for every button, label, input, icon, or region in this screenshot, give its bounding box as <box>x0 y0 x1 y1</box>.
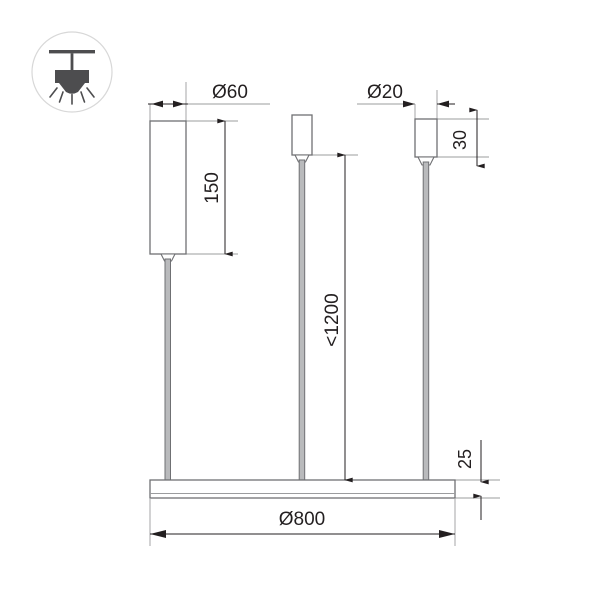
middle-canopy <box>291 114 313 163</box>
dimension-label-canopy-width: Ø60 <box>212 82 248 103</box>
right-suspension-cable <box>422 161 430 481</box>
dimension-suspension-length: <1200 <box>322 152 353 483</box>
right-canopy <box>414 118 438 166</box>
dimension-driver-height: 150 <box>202 118 233 257</box>
dimension-canopy-width: Ø60 <box>148 82 248 108</box>
dimension-body-length: Ø800 <box>150 509 455 538</box>
extension-lines <box>149 82 500 546</box>
dimension-label-driver-height: 150 <box>202 172 223 204</box>
dimension-label-suspension-length: <1200 <box>322 293 343 346</box>
ceiling-pendant-downlight-icon <box>31 31 113 113</box>
luminaire-body <box>149 479 456 499</box>
left-suspension-cable <box>164 258 171 481</box>
dimension-body-height: 25 <box>455 440 489 520</box>
dimension-label-body-length: Ø800 <box>279 509 325 530</box>
left-driver-box <box>149 120 187 262</box>
dimension-label-body-height: 25 <box>455 449 475 469</box>
dimension-label-mount-width: Ø20 <box>367 82 403 103</box>
dimension-mount-height: 30 <box>450 107 485 169</box>
dimension-mount-width: Ø20 <box>367 82 455 108</box>
dimension-label-mount-height: 30 <box>450 130 470 150</box>
middle-suspension-cable <box>298 159 306 481</box>
